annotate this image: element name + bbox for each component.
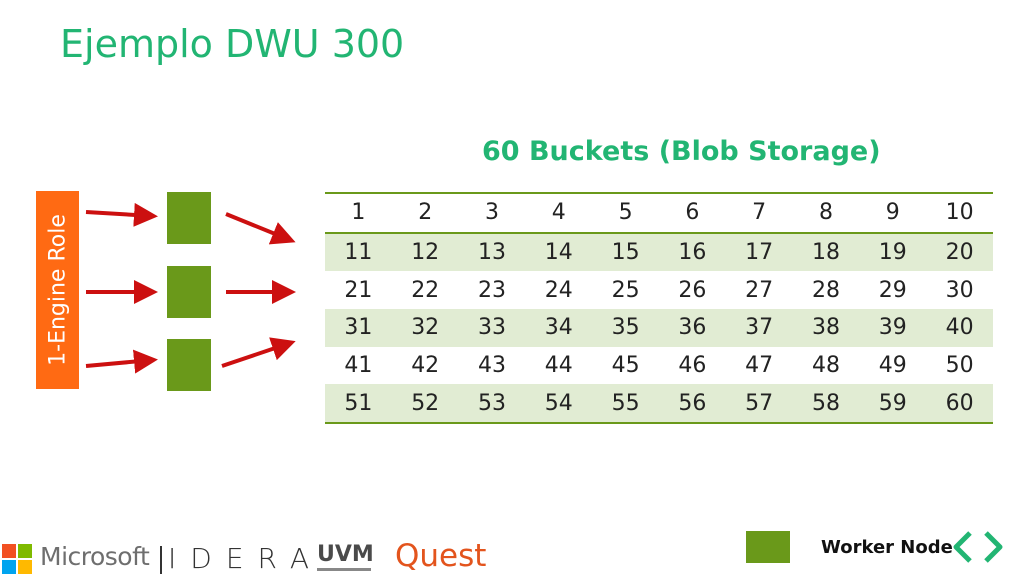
bucket-cell: 28 (811, 277, 840, 303)
bucket-cell: 26 (678, 277, 707, 303)
logo-separator (160, 546, 162, 574)
bucket-cell: 42 (411, 353, 440, 379)
bucket-cell: 19 (859, 232, 927, 272)
bucket-cell: 32 (391, 309, 459, 347)
bucket-cell: 10 (926, 193, 993, 234)
bucket-cell: 23 (477, 277, 506, 303)
bucket-cell: 50 (945, 353, 974, 379)
table-row: 41 42 43 44 45 46 47 48 49 50 (325, 347, 993, 385)
microsoft-logo-icon (2, 544, 32, 574)
arrow-right-icon (85, 202, 158, 227)
uvm-logo-text: UVM (317, 542, 374, 567)
bucket-cell: 15 (592, 232, 659, 272)
bucket-cell: 34 (525, 309, 593, 347)
chevron-left-icon (953, 531, 972, 563)
buckets-title: 60 Buckets (Blob Storage) (482, 136, 881, 167)
legend-label: Worker Node (821, 537, 953, 558)
bucket-cell: 2 (391, 193, 459, 234)
bucket-cell: 18 (792, 232, 860, 272)
bucket-cell: 55 (592, 384, 659, 424)
bucket-cell: 25 (611, 277, 640, 303)
bucket-cell: 59 (859, 384, 927, 424)
bucket-cell: 48 (811, 353, 840, 379)
bucket-cell: 31 (325, 309, 392, 347)
arrow-right-icon (85, 349, 158, 374)
bucket-cell: 27 (745, 277, 774, 303)
bucket-cell: 45 (611, 353, 640, 379)
engine-role-box: 1-Engine Role (36, 191, 79, 389)
arrow-right-icon (221, 337, 296, 368)
legend-swatch (746, 531, 790, 563)
bucket-cell: 3 (458, 193, 526, 234)
sponsor-logos: Microsoft IDERA UVM Quest (0, 536, 520, 576)
bucket-cell: 13 (458, 232, 526, 272)
bucket-cell: 39 (859, 309, 927, 347)
bucket-cell: 49 (878, 353, 907, 379)
bucket-cell: 21 (344, 277, 373, 303)
bucket-cell: 38 (792, 309, 860, 347)
bucket-cell: 56 (658, 384, 726, 424)
bucket-cell: 54 (525, 384, 593, 424)
bucket-cell: 41 (344, 353, 373, 379)
bucket-cell: 53 (458, 384, 526, 424)
bucket-cell: 58 (792, 384, 860, 424)
bucket-cell: 1 (325, 193, 392, 234)
bucket-cell: 51 (325, 384, 392, 424)
uvm-logo-underline (317, 568, 371, 571)
bucket-cell: 16 (658, 232, 726, 272)
arrow-right-icon (225, 212, 296, 245)
chevrons-logo (953, 531, 1003, 563)
worker-node-3 (167, 339, 211, 391)
bucket-cell: 36 (658, 309, 726, 347)
bucket-cell: 52 (391, 384, 459, 424)
bucket-cell: 4 (525, 193, 593, 234)
table-row: 21 22 23 24 25 26 27 28 29 30 (325, 271, 993, 309)
bucket-cell: 6 (658, 193, 726, 234)
quest-logo-text: Quest (395, 538, 487, 574)
bucket-cell: 30 (945, 277, 974, 303)
bucket-cell: 20 (926, 232, 993, 272)
bucket-cell: 12 (391, 232, 459, 272)
bucket-cell: 33 (458, 309, 526, 347)
bucket-cell: 47 (745, 353, 774, 379)
bucket-cell: 24 (544, 277, 573, 303)
bucket-cell: 46 (678, 353, 707, 379)
bucket-cell: 37 (725, 309, 793, 347)
bucket-cell: 22 (411, 277, 440, 303)
slide-title: Ejemplo DWU 300 (60, 22, 405, 66)
bucket-cell: 35 (592, 309, 659, 347)
microsoft-logo-text: Microsoft (40, 542, 150, 571)
idera-logo-text: IDERA (168, 542, 323, 575)
bucket-cell: 57 (725, 384, 793, 424)
bucket-cell: 44 (544, 353, 573, 379)
bucket-cell: 7 (725, 193, 793, 234)
bucket-cell: 14 (525, 232, 593, 272)
chevron-right-icon (984, 531, 1003, 563)
bucket-cell: 5 (592, 193, 659, 234)
bucket-cell: 29 (878, 277, 907, 303)
worker-node-2 (167, 266, 211, 318)
bucket-cell: 40 (926, 309, 993, 347)
bucket-cell: 43 (477, 353, 506, 379)
worker-node-1 (167, 192, 211, 244)
bucket-cell: 9 (859, 193, 927, 234)
bucket-cell: 60 (926, 384, 993, 424)
bucket-cell: 11 (325, 232, 392, 272)
bucket-cell: 17 (725, 232, 793, 272)
bucket-cell: 8 (792, 193, 860, 234)
